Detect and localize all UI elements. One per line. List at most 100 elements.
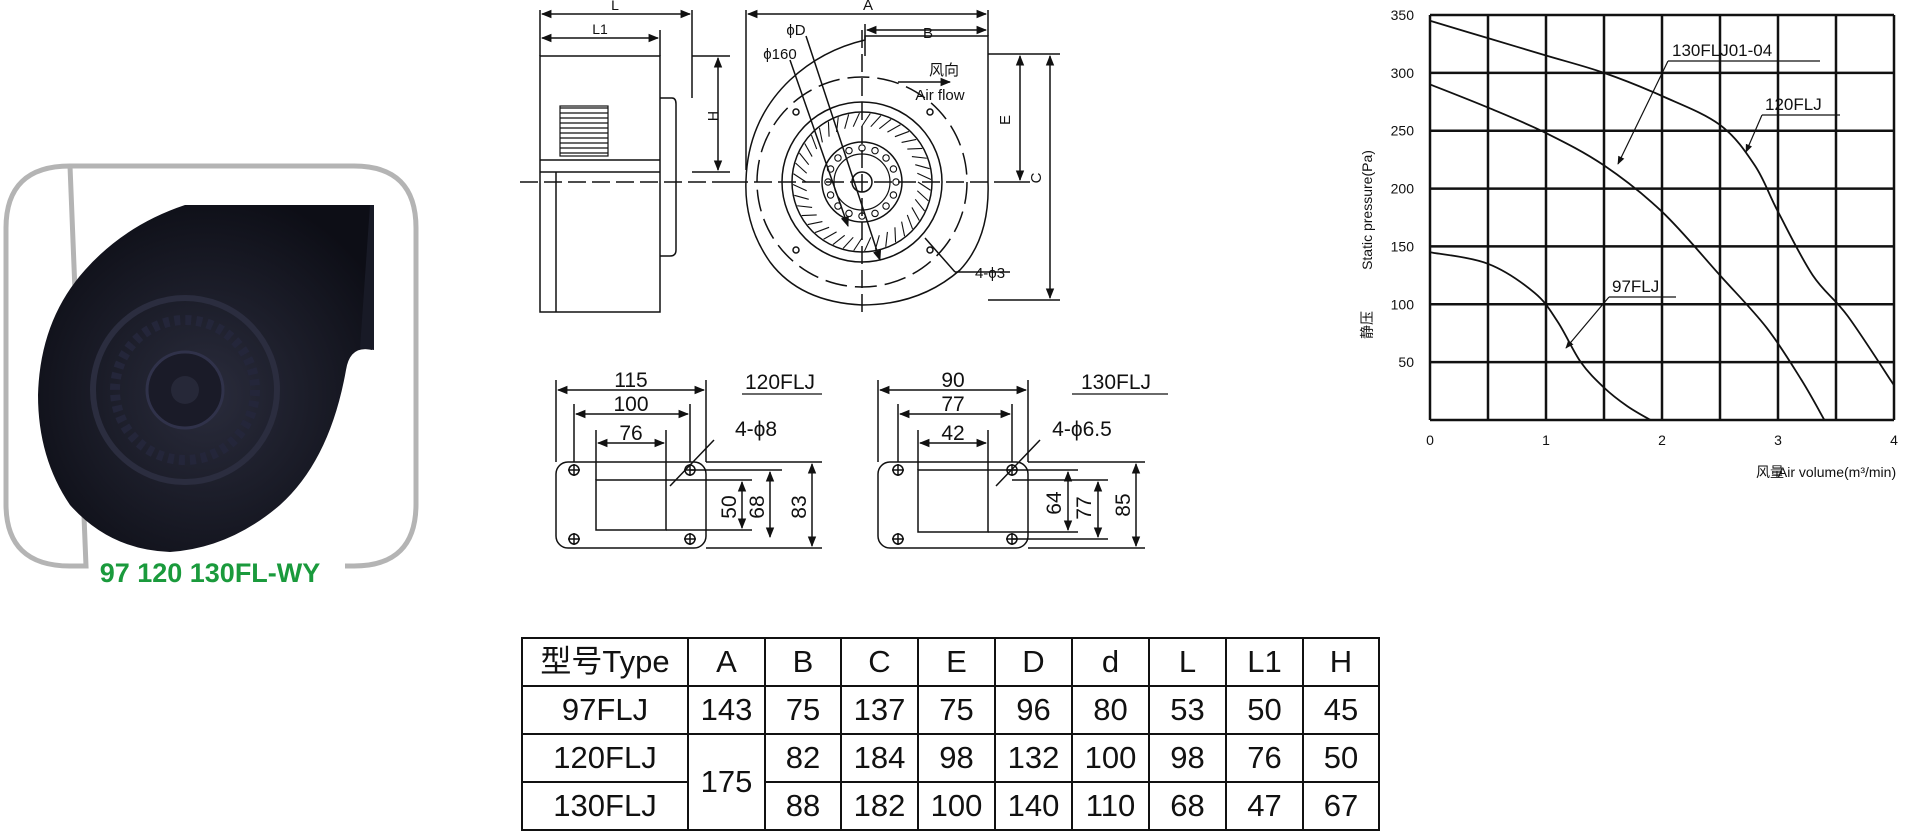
spec-table-header-cell: d [1071, 637, 1150, 687]
spec-cell-D: 96 [994, 685, 1073, 735]
chart-x-tick-label: 0 [1426, 432, 1434, 448]
spec-table: 型号Type A B C E D d L L1 H 97FLJ 143 75 1… [521, 637, 1380, 831]
impeller-blade [911, 156, 927, 159]
flange-130-h-inner: 64 [1043, 491, 1066, 515]
impeller-blade [814, 226, 830, 234]
dim-label-phi160: ϕ160 [763, 46, 796, 63]
spec-cell-C: 182 [840, 781, 919, 831]
impeller-blade [807, 221, 823, 226]
dim-label-B: B [923, 25, 933, 42]
flange-120-drawing [555, 380, 822, 549]
spec-cell-L: 98 [1148, 733, 1227, 783]
hub-bolt-hole [871, 209, 879, 218]
flange-130-h-outer: 85 [1112, 493, 1135, 516]
spec-cell-C: 137 [840, 685, 919, 735]
impeller-blade [818, 127, 823, 143]
spec-cell-H: 50 [1302, 733, 1380, 783]
impeller-blade [853, 237, 863, 251]
series-callout-arrow [1565, 296, 1610, 349]
impeller-blade [794, 194, 809, 200]
impeller-blade [861, 113, 871, 127]
chart-x-tick-label: 4 [1890, 432, 1898, 448]
spec-cell-B: 88 [764, 781, 842, 831]
airflow-label-en: Air flow [915, 87, 964, 104]
chart-x-tick-label: 1 [1542, 432, 1550, 448]
flange-120-title: 120FLJ [745, 371, 815, 394]
hub-bolt-hole [845, 146, 853, 155]
hub-bolt-hole [889, 165, 898, 173]
flange-130-w-mid: 77 [941, 393, 964, 416]
dim-label-L: L [611, 0, 619, 13]
spec-cell-L1: 76 [1225, 733, 1304, 783]
spec-cell-type: 120FLJ [521, 733, 689, 783]
spec-cell-B: 82 [764, 733, 842, 783]
chart-y-tick-label: 100 [1391, 296, 1415, 312]
airflow-label-cn: 风向 [929, 62, 959, 79]
photo-caption: 97 120 130FL-WY [100, 558, 321, 588]
impeller-blade [901, 138, 917, 143]
impeller-blade [916, 190, 929, 202]
hub-bolt-hole [871, 146, 879, 155]
series-callout-label: 130FLJ01-04 [1672, 41, 1772, 60]
spec-cell-type: 130FLJ [521, 781, 689, 831]
flange-120-holes: 4-ϕ8 [735, 418, 777, 441]
chart-grid [1428, 13, 1896, 422]
flange-130-w-outer: 90 [941, 369, 964, 392]
table-row: 97FLJ 143 75 137 75 96 80 53 50 45 [521, 685, 1380, 735]
impeller-blade [795, 162, 808, 174]
flange-120-w-inner: 76 [619, 422, 642, 445]
chart-ylabel: Static pressure(Pa) [1359, 150, 1375, 270]
impeller-blade [792, 184, 807, 192]
impeller-blade [797, 205, 813, 208]
impeller-blade [915, 164, 930, 170]
front-view-drawing [730, 9, 1060, 315]
spec-table-header-cell: 型号Type [521, 637, 689, 687]
chart-y-tick-label: 150 [1391, 238, 1415, 254]
impeller-blade [852, 112, 860, 127]
spec-cell-d: 100 [1071, 733, 1150, 783]
chart-y-tick-label: 250 [1391, 123, 1415, 139]
spec-cell-L1: 47 [1225, 781, 1304, 831]
impeller-blade [832, 234, 846, 246]
flange-120-h-mid: 68 [746, 495, 769, 518]
dim-label-H: H [705, 111, 721, 121]
chart-y-tick-label: 300 [1391, 65, 1415, 81]
spec-cell-type: 97FLJ [521, 685, 689, 735]
flange-120-h-outer: 83 [788, 495, 811, 518]
spec-table-header-cell: A [687, 637, 766, 687]
hub-bolt-hole [882, 202, 890, 210]
spec-cell-d: 80 [1071, 685, 1150, 735]
spec-cell-H: 67 [1302, 781, 1380, 831]
spec-cell-L: 53 [1148, 685, 1227, 735]
flange-130-h-mid: 77 [1073, 496, 1096, 519]
chart-x-tick-label: 3 [1774, 432, 1782, 448]
dim-label-E: E [997, 115, 1014, 125]
chart-x-tick-label: 2 [1658, 432, 1666, 448]
chart-y-tick-label: 50 [1398, 354, 1414, 370]
product-photo: 97 120 130FL-WY [3, 163, 419, 588]
dim-label-phiD: ϕD [786, 22, 805, 39]
impeller-blade [804, 143, 813, 157]
table-row: 120FLJ 175 82 184 98 132 100 98 76 50 [521, 733, 1380, 831]
series-callout-label: 97FLJ [1612, 277, 1659, 296]
hub-bolt-hole [889, 191, 898, 199]
spec-cell-L1: 50 [1225, 685, 1304, 735]
dim-label-C: C [1028, 172, 1045, 183]
spec-cell-E: 100 [917, 781, 996, 831]
table-row: 130FLJ 88 182 100 140 110 68 47 67 [521, 781, 1380, 831]
impeller-blade [793, 173, 807, 183]
hub-bolt-hole [882, 154, 890, 162]
spec-table-header-cell: H [1302, 637, 1380, 687]
spec-cell-H: 45 [1302, 685, 1380, 735]
hub-bolt-hole [845, 209, 853, 218]
spec-cell-B: 75 [764, 685, 842, 735]
spec-cell-E: 75 [917, 685, 996, 735]
spec-table-header-cell: D [994, 637, 1073, 687]
flange-120-w-mid: 100 [613, 393, 648, 416]
dim-label-holes: 4-ϕ3 [975, 265, 1005, 282]
dim-label-A: A [863, 0, 873, 14]
